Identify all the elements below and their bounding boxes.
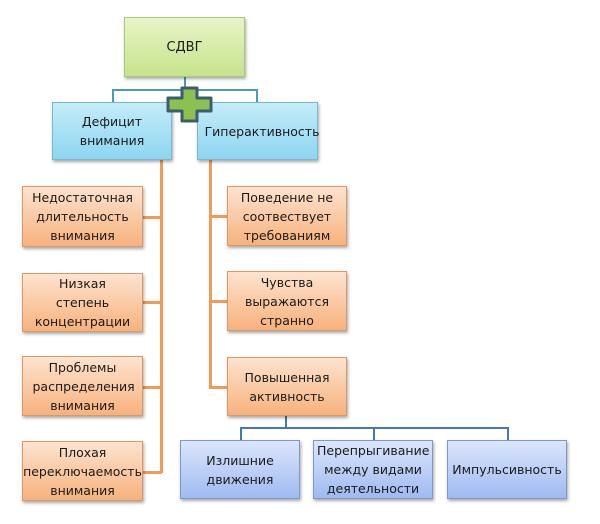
item-label: Плохая переключаемость внимания <box>23 444 142 498</box>
connector-hyper-item-1 <box>209 215 228 218</box>
activity-subitem: Перепрыгивание между видами деятельности <box>313 440 433 499</box>
subitem-label: Излишние движения <box>206 452 274 487</box>
connector-sub-1 <box>240 427 242 440</box>
connector-to-attention <box>112 89 114 102</box>
activity-subitem: Импульсивность <box>447 440 567 499</box>
connector-attention-item-1 <box>143 216 162 219</box>
category-attention-deficit: Дефицит внимания <box>52 102 172 160</box>
connector-attention-item-4 <box>143 471 162 474</box>
subitem-label: Перепрыгивание между видами деятельности <box>317 443 430 496</box>
category-label: Дефицит внимания <box>79 114 145 148</box>
hyperactivity-item: Чувства выражаются странно <box>227 271 347 331</box>
connector-sub-3 <box>507 427 509 440</box>
connector-attention-item-3 <box>143 386 162 389</box>
connector-activity-down <box>285 416 287 429</box>
connector-hyper-spine <box>209 160 212 389</box>
connector-attention-spine <box>160 160 163 473</box>
connector-hyper-item-2 <box>209 300 228 303</box>
item-label: Недостаточная длительность внимания <box>32 190 133 243</box>
activity-subitem: Излишние движения <box>180 440 300 499</box>
attention-item: Низкая степень концентрации <box>22 273 143 332</box>
item-label: Чувства выражаются странно <box>245 274 329 328</box>
subitem-label: Импульсивность <box>452 462 562 477</box>
root-node: СДВГ <box>124 17 245 77</box>
attention-item: Недостаточная длительность внимания <box>22 186 143 247</box>
connector-attention-item-2 <box>143 301 162 304</box>
connector-to-hyperactivity <box>256 89 258 102</box>
connector-hyper-item-3 <box>209 386 228 389</box>
attention-item: Проблемы распределения внимания <box>22 356 143 416</box>
hyperactivity-item: Повышенная активность <box>227 357 347 416</box>
connector-root-down <box>184 77 186 91</box>
category-label: Гиперактивность <box>204 123 320 139</box>
root-label: СДВГ <box>166 39 203 55</box>
plus-icon <box>166 86 213 123</box>
item-label: Поведение не соотвествует требованиям <box>240 189 334 243</box>
item-label: Проблемы распределения внимания <box>32 359 135 413</box>
connector-sub-2 <box>373 427 375 440</box>
item-label: Низкая степень концентрации <box>34 276 131 329</box>
hyperactivity-item: Поведение не соотвествует требованиям <box>227 186 347 246</box>
category-hyperactivity: Гиперактивность <box>197 102 320 160</box>
attention-item: Плохая переключаемость внимания <box>22 441 143 501</box>
item-label: Повышенная активность <box>244 369 330 404</box>
